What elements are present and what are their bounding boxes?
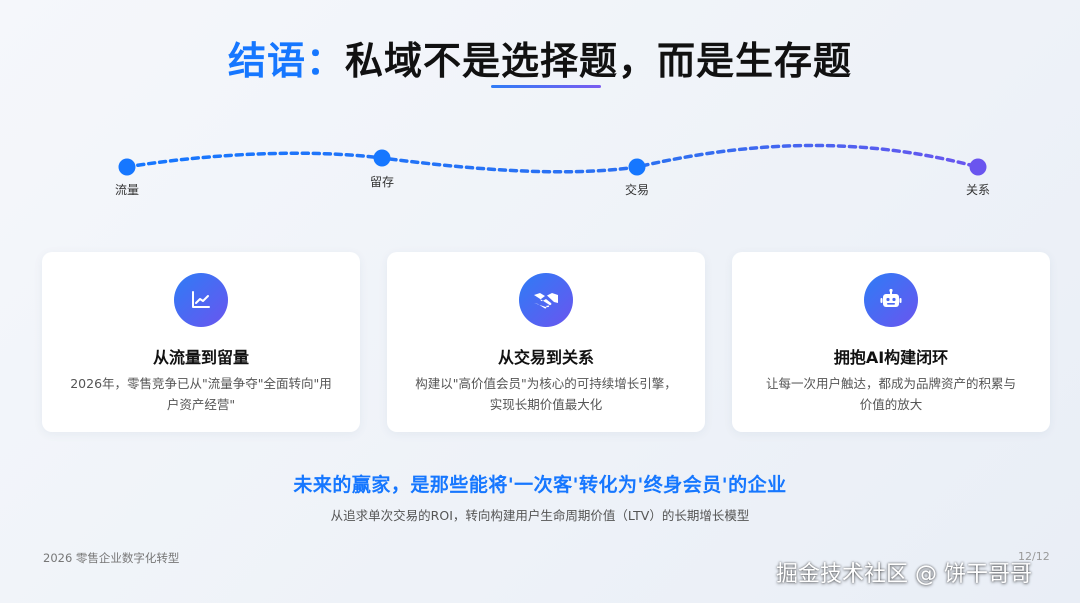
timeline-label-retention: 留存: [369, 175, 395, 189]
sub-slogan: 从追求单次交易的ROI，转向构建用户生命周期价值（LTV）的长期增长模型: [330, 508, 750, 523]
page-title: 结语：私域不是选择题，而是生存题: [0, 30, 1080, 85]
watermark: 掘金技术社区 @ 饼干哥哥: [776, 562, 1032, 587]
timeline-label-relationship: 关系: [965, 183, 991, 197]
card-group: 从流量到留量 2026年，零售竞争已从"流量争夺"全面转向"用 户资产经营" 从…: [42, 252, 1050, 432]
card-description-line: 构建以"高价值会员"为核心的可持续增长引擎，: [415, 376, 677, 391]
card-description: 构建以"高价值会员"为核心的可持续增长引擎， 实现长期价值最大化: [407, 373, 685, 415]
card-title: 从流量到留量: [152, 348, 249, 367]
timeline-node-transaction: [628, 158, 646, 176]
timeline-node-relationship: [969, 158, 987, 176]
card-description-line: 2026年，零售竞争已从"流量争夺"全面转向"用: [70, 376, 332, 391]
timeline-label-traffic: 流量: [114, 183, 140, 197]
card-description: 2026年，零售竞争已从"流量争夺"全面转向"用 户资产经营": [62, 373, 340, 415]
slogan: 未来的赢家，是那些能将'一次客'转化为'终身会员'的企业: [293, 474, 787, 496]
card-description-line: 价值的放大: [859, 397, 923, 412]
card-title: 拥抱AI构建闭环: [833, 348, 949, 367]
title-accent: 结语：: [227, 39, 345, 83]
card-transaction-to-relationship: 从交易到关系 构建以"高价值会员"为核心的可持续增长引擎， 实现长期价值最大化: [387, 252, 705, 432]
timeline-label-transaction: 交易: [624, 183, 650, 197]
card-description-line: 户资产经营": [166, 397, 236, 412]
timeline-node-retention: [373, 149, 391, 167]
footer-label: 2026 零售企业数字化转型: [43, 551, 180, 565]
title-underline: [491, 85, 601, 88]
card-description-line: 实现长期价值最大化: [489, 397, 603, 412]
timeline-node-traffic: [118, 158, 136, 176]
stage-timeline: 流量 留存 交易 关系: [0, 120, 1080, 210]
card-title: 从交易到关系: [497, 348, 594, 367]
handshake-icon: [519, 273, 573, 327]
card-traffic-to-retention: 从流量到留量 2026年，零售竞争已从"流量争夺"全面转向"用 户资产经营": [42, 252, 360, 432]
page-number: 12/12: [1018, 550, 1050, 563]
robot-icon: [864, 273, 918, 327]
line-chart-icon: [174, 273, 228, 327]
timeline-curve: [125, 143, 980, 174]
title-main: 私域不是选择题，而是生存题: [345, 39, 853, 83]
card-embrace-ai: 拥抱AI构建闭环 让每一次用户触达，都成为品牌资产的积累与 价值的放大: [732, 252, 1050, 432]
card-description: 让每一次用户触达，都成为品牌资产的积累与 价值的放大: [752, 373, 1030, 415]
timeline-curve-svg: [118, 143, 987, 176]
card-description-line: 让每一次用户触达，都成为品牌资产的积累与: [765, 376, 1016, 391]
